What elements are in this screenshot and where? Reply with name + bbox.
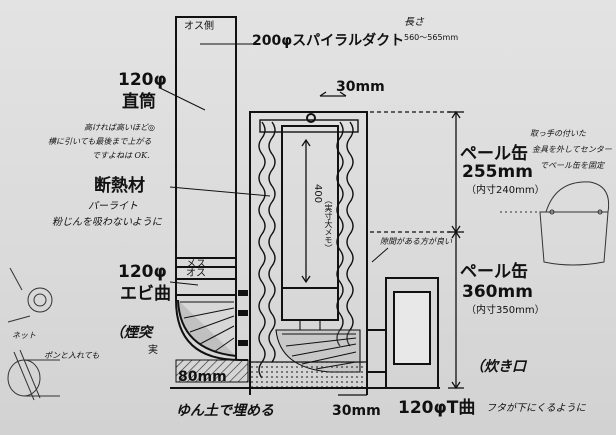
- handle-note-2: 金具を外してセンター: [532, 145, 612, 154]
- can2-inner: （内寸350mm）: [466, 305, 545, 316]
- elbow-size-label: 120φ: [118, 262, 167, 282]
- can2-size: 360mm: [462, 282, 533, 302]
- inner-height-note: （実寸大メモ）: [324, 196, 333, 252]
- margin-sketches: [7, 267, 60, 401]
- t-pipe: [367, 277, 439, 389]
- elbow-pipe: [175, 279, 248, 361]
- mesu-label: メス: [186, 259, 206, 270]
- t-pipe-note: フタが下にくるように: [486, 403, 586, 414]
- dim-30-bottom-label: 30mm: [332, 403, 381, 419]
- chimney-label: （煙突: [110, 325, 152, 341]
- straight-pipe: [175, 16, 237, 280]
- length-value: 560～565mm: [404, 33, 459, 42]
- perlite-note: 粉じんを吸わないように: [52, 217, 162, 228]
- can1-size: 255mm: [462, 162, 533, 182]
- soil-fill: [249, 361, 368, 389]
- osu-side-label: オス側: [184, 21, 214, 32]
- leader-lines: [159, 43, 389, 286]
- chimney-base-fill: [175, 359, 249, 383]
- inner-height-label: 400: [312, 184, 323, 204]
- pipe-120-label: 120φ: [118, 70, 167, 90]
- note-straight-1: 高ければ高いほど◎: [84, 123, 155, 132]
- gap-note: 隙間がある方が良い: [380, 237, 452, 246]
- insulation-walls: [258, 119, 359, 379]
- side-note-2: ポンと入れても: [44, 351, 100, 360]
- dim-30-top-label: 30mm: [336, 79, 385, 95]
- spiral-duct: [249, 111, 368, 395]
- can2-title: ペール缶: [460, 262, 528, 282]
- insulation-label: 断熱材: [94, 176, 145, 196]
- straight-label: 直筒: [122, 92, 156, 112]
- dimension-lines: [176, 91, 464, 396]
- handle-note-1: 取っ手の付いた: [530, 129, 586, 138]
- osu-label: オス: [186, 268, 206, 279]
- chimney-label-2: 実: [148, 345, 158, 356]
- perlite-label: パーライト: [88, 201, 138, 212]
- soil-label: ゆん土で埋める: [176, 403, 274, 419]
- can1-inner: （内寸240mm）: [466, 185, 545, 196]
- note-straight-2: 横に引いても最後まで上がる: [48, 137, 152, 146]
- note-straight-3: ですよねは OK.: [92, 151, 150, 160]
- length-label: 長さ: [404, 17, 424, 28]
- pail-sketch: [500, 181, 610, 266]
- fire-port-label: （炊き口: [470, 359, 526, 375]
- handle-note-3: でペール缶を固定: [540, 161, 604, 170]
- side-note: ネット: [12, 331, 36, 340]
- connector-blocks: [238, 290, 248, 346]
- dim-80-label: 80mm: [178, 369, 227, 385]
- heat-riser: [281, 113, 339, 321]
- can1-title: ペール缶: [460, 144, 528, 164]
- elbow-label: エビ曲: [120, 284, 171, 304]
- t-pipe-label: 120φT曲: [398, 398, 476, 418]
- duct-label: 200φスパイラルダクト: [252, 33, 405, 49]
